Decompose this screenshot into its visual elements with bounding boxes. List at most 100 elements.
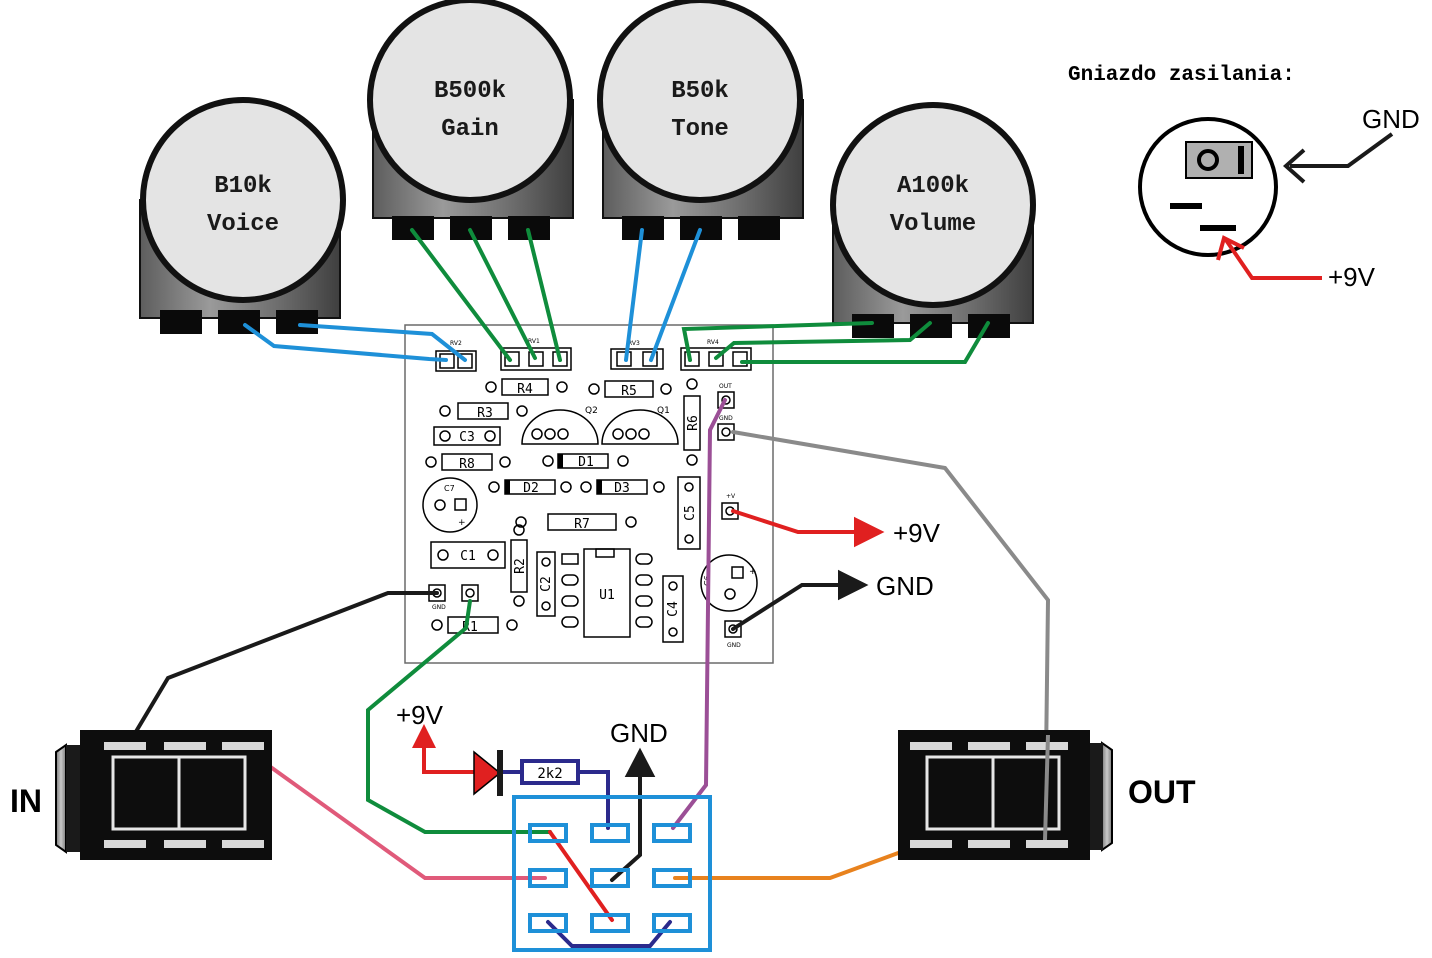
resistor-r4: R4: [485, 378, 568, 397]
ic-u1-label: U1: [599, 588, 615, 603]
power-socket-title: Gniazdo zasilania:: [1068, 64, 1295, 87]
wire-voice-2: [243, 323, 448, 362]
capacitor-c4: C4: [662, 575, 684, 643]
diode-d3: D3: [580, 479, 665, 496]
capacitor-c1: C1: [430, 541, 506, 569]
wire-out-gnd: [731, 430, 1051, 842]
jack-out: OUT: [898, 730, 1196, 860]
transistor-q2-label: Q2: [585, 406, 598, 416]
wire-2k2-switch: [576, 770, 610, 830]
pot-volume: A100k Volume: [830, 102, 1036, 338]
connector-rv2-label: RV2: [450, 340, 462, 347]
pcb-board: RV2 RV1 RV3 RV4 R4: [404, 324, 774, 664]
capacitor-c2: C2: [536, 551, 556, 617]
resistor-r3: R3: [439, 402, 528, 421]
pad-gnd-left-label: GND: [432, 604, 446, 611]
socket-9v-arrowhead: [1216, 235, 1245, 261]
wire-out-gnd-top: [1043, 734, 1050, 841]
label-9v-switch: +9V: [396, 700, 444, 730]
pad-out-label: OUT: [719, 383, 732, 390]
socket-plus-pin: [1200, 225, 1236, 231]
diode-d3-label: D3: [614, 481, 630, 496]
capacitor-c7: C7 +: [422, 477, 478, 533]
pot-tone-name: Tone: [671, 116, 729, 143]
arrow-9v-right: [854, 516, 885, 548]
wire-9v-pad: [731, 509, 858, 534]
footswitch-3pdt: [512, 795, 712, 952]
jack-out-nose: [1101, 741, 1113, 852]
capacitor-c5-label: C5: [683, 505, 698, 521]
socket-gnd-wire: [1290, 132, 1394, 168]
connector-rv1: RV1: [500, 338, 572, 371]
pad-v-plus-label: +V: [726, 493, 736, 500]
resistor-r4-label: R4: [517, 382, 533, 397]
connector-rv3: RV3: [610, 340, 664, 370]
capacitor-c3-label: C3: [459, 430, 475, 445]
switch-lug-2: [590, 823, 630, 843]
resistor-r5-label: R5: [621, 384, 637, 399]
footswitch-outline: [512, 795, 712, 952]
jack-out-label: OUT: [1128, 774, 1196, 810]
wire-switch-bottom: [546, 920, 672, 948]
socket-gnd-arrowhead: [1282, 148, 1306, 184]
switch-lug-1: [528, 823, 568, 843]
led-9v-circuit: 2k2 +9V GND: [396, 700, 668, 796]
socket-gnd-label: GND: [1362, 104, 1420, 134]
jack-in-label: IN: [10, 783, 42, 819]
switch-o-mark: [1197, 149, 1219, 171]
wire-9v-led: [422, 748, 474, 774]
switch-lug-9: [652, 913, 692, 933]
resistor-r7-label: R7: [574, 517, 590, 532]
diode-d1-label: D1: [578, 455, 594, 470]
pot-gain-pin-1: [392, 216, 434, 240]
pot-volume-pin-3: [968, 314, 1010, 338]
capacitor-c3: C3: [433, 426, 501, 446]
wire-tone-1: [624, 228, 644, 362]
socket-outline: [1138, 117, 1278, 257]
wire-gain-1: [410, 228, 512, 362]
diode-d2-label: D2: [523, 481, 539, 496]
transistor-q2: Q2: [521, 406, 599, 445]
resistor-2k2: [520, 759, 580, 785]
pot-gain: B500k Gain: [367, 0, 574, 240]
transistor-q1-label: Q1: [657, 406, 670, 416]
wire-gain-3: [526, 228, 562, 362]
resistor-r6-label: R6: [686, 415, 701, 431]
resistor-2k2-label: 2k2: [537, 766, 562, 782]
wire-voice-3: [298, 323, 467, 362]
switch-lug-7: [528, 913, 568, 933]
socket-9v-wire: [1224, 238, 1322, 280]
pot-tone-pin-2: [680, 216, 722, 240]
capacitor-c7-label: C7: [444, 484, 455, 493]
connector-rv1-label: RV1: [528, 338, 540, 345]
diode-d2: D2: [488, 479, 572, 496]
resistor-r8: R8: [425, 453, 511, 472]
pot-gain-value: B500k: [434, 78, 506, 105]
connector-rv3-label: RV3: [628, 340, 640, 347]
resistor-r2-label: R2: [513, 558, 528, 574]
jack-in: IN: [10, 730, 272, 860]
capacitor-c6-plus: +: [749, 567, 757, 577]
diode-symbol: [473, 750, 502, 796]
switch-lug-3: [652, 823, 692, 843]
wires-other: [126, 398, 1051, 948]
pcb-outline: [404, 324, 774, 664]
wire-out-jack: [673, 840, 930, 880]
switch-lug-6: [652, 868, 692, 888]
label-9v-right: +9V: [893, 518, 941, 548]
arrow-gnd-right: [838, 569, 869, 601]
wire-volume-2: [714, 321, 932, 360]
pot-volume-name: Volume: [890, 211, 976, 238]
connector-rv4: RV4: [680, 339, 752, 371]
wire-in-jack: [238, 743, 547, 880]
wire-volume-3: [740, 321, 990, 364]
transistor-q1: Q1: [601, 406, 679, 445]
capacitor-c5: C5: [677, 476, 701, 550]
label-gnd-right: GND: [876, 571, 934, 601]
wire-gain-2: [468, 228, 537, 360]
pot-gain-pin-2: [450, 216, 492, 240]
wire-switch-led: [548, 830, 614, 922]
pad-gnd-right-label: GND: [727, 642, 741, 649]
switch-lug-4: [528, 868, 568, 888]
